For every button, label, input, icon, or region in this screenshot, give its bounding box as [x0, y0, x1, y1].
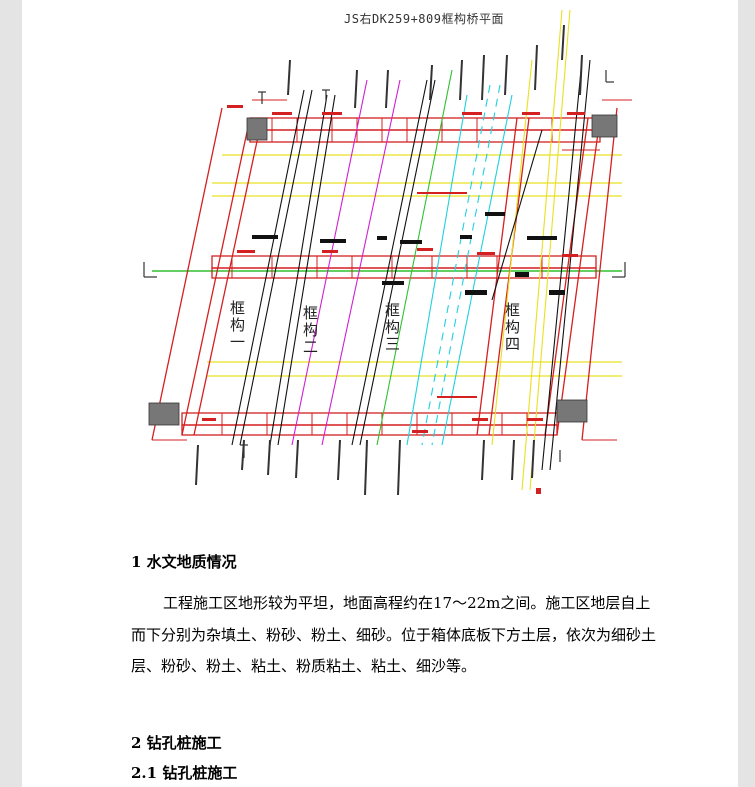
section-1-paragraph: 工程施工区地形较为平坦，地面高程约在17～22m之间。施工区地层自上而下分别为杂… [131, 588, 656, 683]
frame-label-4: 框构四 [503, 302, 521, 353]
frame-label-1: 框构一 [228, 300, 246, 351]
section-1-paragraph-text: 工程施工区地形较为平坦，地面高程约在17～22m之间。施工区地层自上而下分别为杂… [131, 594, 657, 675]
frame-label-3: 框构三 [383, 302, 401, 353]
section-2-1-heading: 2.1 钻孔桩施工 [131, 764, 238, 782]
figure-title: JS右DK259+809框构桥平面 [344, 12, 504, 26]
section-1-heading: 1 水文地质情况 [131, 553, 237, 571]
bridge-plan-figure: JS右DK259+809框构桥平面 框构一 框构二 框构三 框构四 [22, 0, 738, 500]
section-2-heading: 2 钻孔桩施工 [131, 734, 222, 752]
document-page: JS右DK259+809框构桥平面 框构一 框构二 框构三 框构四 1 水文地质… [22, 0, 738, 787]
bridge-plan-drawing [143, 9, 632, 496]
frame-label-2: 框构二 [301, 305, 319, 356]
